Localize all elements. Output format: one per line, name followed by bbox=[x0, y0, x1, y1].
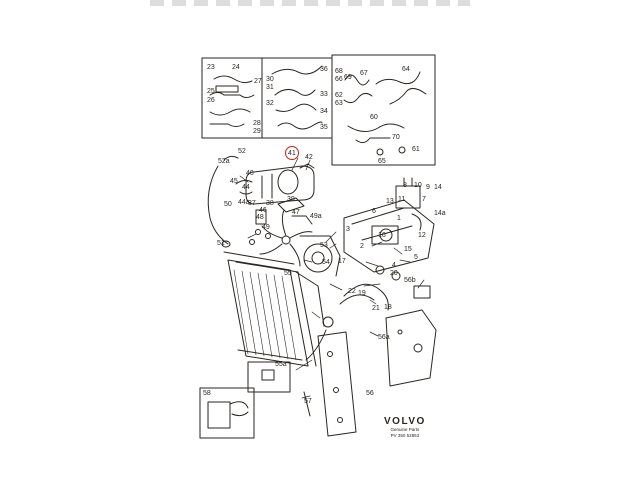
part-label: 12 bbox=[418, 232, 426, 239]
expansion-tank bbox=[245, 163, 315, 205]
part-label: 51 bbox=[217, 240, 225, 247]
part-label: 57 bbox=[304, 398, 312, 405]
part-label: 37 bbox=[248, 200, 256, 207]
part-label: 7 bbox=[422, 196, 426, 203]
part-label: 17 bbox=[338, 258, 346, 265]
part-label: 47 bbox=[292, 209, 300, 216]
part-label: 27 bbox=[254, 78, 262, 85]
brand-block: VOLVO Genuine Parts PV 350 52853 bbox=[384, 416, 426, 439]
part-label: 62 bbox=[335, 92, 343, 99]
part-label: 6 bbox=[372, 208, 376, 215]
part-label: 18 bbox=[384, 304, 392, 311]
inset-box-55a bbox=[247, 361, 291, 393]
part-label: 56 bbox=[366, 390, 374, 397]
part-label: 29 bbox=[253, 128, 261, 135]
brand-part-number: PV 350 52853 bbox=[390, 433, 420, 438]
part-label: 69 bbox=[344, 74, 352, 81]
part-label: 52a bbox=[218, 158, 230, 165]
part-label: 25 bbox=[207, 88, 215, 95]
part-label: 65 bbox=[378, 158, 386, 165]
highlighted-part-label: 41 bbox=[288, 150, 296, 157]
part-label: 58 bbox=[203, 390, 211, 397]
part-label: 14 bbox=[434, 184, 442, 191]
brand-subtitle: Genuine Parts bbox=[390, 427, 420, 432]
part-label: 67 bbox=[360, 70, 368, 77]
part-label: 15 bbox=[404, 246, 412, 253]
part-label: 53 bbox=[320, 242, 328, 249]
part-label: 20 bbox=[390, 270, 398, 277]
radiator bbox=[223, 251, 317, 367]
part-label: 35 bbox=[320, 124, 328, 131]
part-label: 31 bbox=[266, 84, 274, 91]
part-label: 26 bbox=[207, 97, 215, 104]
part-label: 49 bbox=[262, 224, 270, 231]
part-label: 44a bbox=[238, 199, 250, 206]
part-label: 48 bbox=[256, 214, 264, 221]
part-label: 21 bbox=[372, 305, 380, 312]
part-label: 36 bbox=[320, 66, 328, 73]
part-label: 14a bbox=[434, 210, 446, 217]
part-label: 46 bbox=[259, 207, 267, 214]
part-label: 40 bbox=[246, 170, 254, 177]
part-label: 70 bbox=[392, 134, 400, 141]
part-label: 33 bbox=[320, 91, 328, 98]
overflow-hose bbox=[207, 165, 229, 245]
part-label: 66 bbox=[335, 76, 343, 83]
part-label: 52 bbox=[238, 148, 246, 155]
part-label: 54 bbox=[322, 259, 330, 266]
part-label: 61 bbox=[412, 146, 420, 153]
part-label: 24 bbox=[232, 64, 240, 71]
part-label: 3 bbox=[346, 226, 350, 233]
part-label: 34 bbox=[320, 108, 328, 115]
part-label: 42 bbox=[305, 154, 313, 161]
part-label: 45 bbox=[230, 178, 238, 185]
part-label: 23 bbox=[207, 64, 215, 71]
part-label: 13 bbox=[386, 198, 394, 205]
part-label: 56b bbox=[404, 277, 416, 284]
inset-box-58 bbox=[199, 387, 255, 439]
part-label: 64 bbox=[402, 66, 410, 73]
part-label: 56a bbox=[378, 334, 390, 341]
part-label: 49a bbox=[310, 213, 322, 220]
lower-shroud-plate bbox=[317, 331, 357, 437]
engine-cooling-assembly bbox=[343, 177, 435, 281]
part-label: 4 bbox=[392, 262, 396, 269]
brand-name: VOLVO bbox=[384, 416, 426, 427]
part-label: 5 bbox=[414, 254, 418, 261]
part-label: 28 bbox=[253, 120, 261, 127]
part-label: 44 bbox=[242, 184, 250, 191]
cooling-fan bbox=[259, 209, 313, 267]
part-label: 68 bbox=[335, 68, 343, 75]
part-label: 22 bbox=[348, 288, 356, 295]
part-label: 50 bbox=[224, 201, 232, 208]
part-label: 30 bbox=[266, 76, 274, 83]
part-label: 10 bbox=[414, 182, 422, 189]
part-label: 63 bbox=[335, 100, 343, 107]
part-label: 9 bbox=[426, 184, 430, 191]
part-label: 2 bbox=[360, 243, 364, 250]
part-label: 38 bbox=[266, 200, 274, 207]
scan-artifact-strip bbox=[150, 0, 470, 6]
part-label: 55a bbox=[275, 361, 287, 368]
side-shield-plate bbox=[385, 309, 437, 387]
part-label: 60 bbox=[370, 114, 378, 121]
part-label: 16 bbox=[378, 232, 386, 239]
part-label: 55 bbox=[284, 270, 292, 277]
part-label: 19 bbox=[358, 290, 366, 297]
part-label: 39 bbox=[287, 196, 295, 203]
part-label: 32 bbox=[266, 100, 274, 107]
lower-radiator-hose bbox=[343, 283, 389, 311]
part-label: 1 bbox=[397, 215, 401, 222]
inset-box-hoses-right bbox=[331, 54, 436, 166]
part-label: 11 bbox=[398, 196, 406, 203]
part-label: 8 bbox=[403, 182, 407, 189]
highlight-ring bbox=[285, 146, 299, 160]
